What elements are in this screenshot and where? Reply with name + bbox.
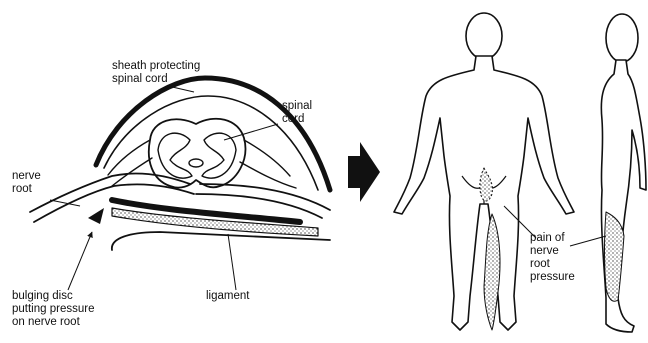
ligament-label: ligament — [206, 290, 249, 303]
arrow-right-icon — [348, 142, 380, 202]
central-canal — [189, 159, 203, 167]
side-leg-pain-stipple — [605, 212, 625, 301]
arrowhead-icon — [88, 208, 104, 224]
grey-matter — [158, 133, 192, 178]
leader-lines — [50, 86, 278, 290]
leg-pain-stipple — [484, 214, 500, 330]
side-view-figure — [601, 14, 646, 332]
